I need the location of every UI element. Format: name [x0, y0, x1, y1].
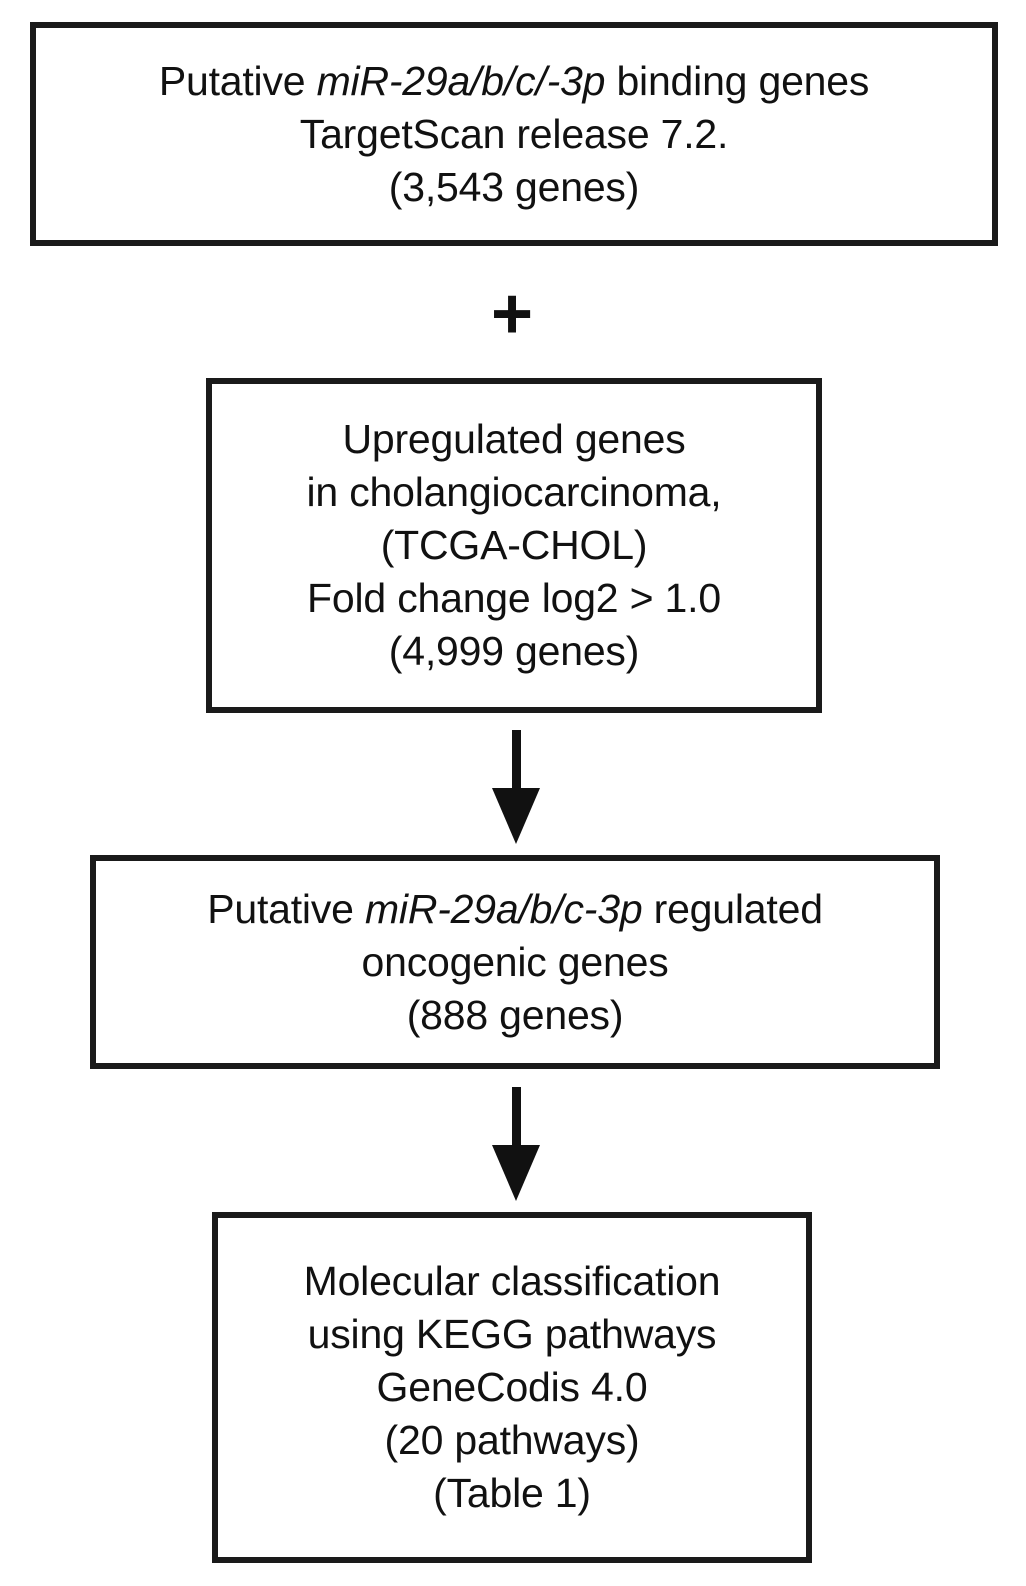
down-arrow-icon-upregulated-to-oncogenic: [486, 730, 546, 845]
box-targetscan-line-1-suffix: binding genes: [605, 57, 870, 104]
box-upregulated-line-1: Upregulated genes: [342, 416, 686, 462]
box-oncogenic-line-2: oncogenic genes: [361, 938, 669, 985]
box-kegg-line-5: (Table 1): [433, 1470, 591, 1516]
box-kegg-line-1: Molecular classification: [303, 1258, 721, 1304]
box-targetscan-line-2: TargetScan release 7.2.: [299, 110, 729, 157]
flow-box-upregulated-genes: Upregulated genes in cholangiocarcinoma,…: [206, 378, 822, 713]
down-arrow-icon-oncogenic-to-kegg: [486, 1087, 546, 1202]
box-upregulated-line-4: Fold change log2 > 1.0: [307, 575, 721, 621]
box-upregulated-line-2: in cholangiocarcinoma,: [306, 469, 722, 515]
box-upregulated-line-3: (TCGA-CHOL): [380, 522, 648, 568]
plus-icon: +: [490, 274, 534, 354]
arrow-shaft: [512, 1087, 521, 1149]
box-targetscan-line-3: (3,543 genes): [388, 163, 640, 210]
arrow-head: [492, 1145, 540, 1201]
box-targetscan-line-1: Putative miR-29a/b/c/-3p binding genes: [36, 55, 992, 108]
flow-box-targetscan-binding-genes: Putative miR-29a/b/c/-3p binding genes T…: [30, 22, 998, 246]
box-kegg-line-4: (20 pathways): [384, 1417, 640, 1463]
box-upregulated-line-5: (4,999 genes): [388, 628, 640, 674]
box-oncogenic-line-1: Putative miR-29a/b/c-3p regulated: [96, 883, 934, 936]
box-targetscan-line-1-mirna: miR-29a/b/c/-3p: [316, 57, 606, 104]
box-targetscan-line-1-prefix: Putative: [158, 57, 317, 104]
box-kegg-line-3: GeneCodis 4.0: [376, 1364, 648, 1410]
box-oncogenic-line-1-prefix: Putative: [207, 885, 365, 932]
arrow-head: [492, 788, 540, 844]
box-oncogenic-line-1-mirna: miR-29a/b/c-3p: [364, 885, 643, 932]
box-oncogenic-line-1-suffix: regulated: [642, 885, 823, 932]
box-kegg-line-2: using KEGG pathways: [307, 1311, 717, 1357]
arrow-shaft: [512, 730, 521, 792]
box-oncogenic-line-3: (888 genes): [406, 991, 624, 1038]
flow-box-oncogenic-genes: Putative miR-29a/b/c-3p regulated oncoge…: [90, 855, 940, 1069]
flow-box-kegg-classification: Molecular classification using KEGG path…: [212, 1212, 812, 1563]
